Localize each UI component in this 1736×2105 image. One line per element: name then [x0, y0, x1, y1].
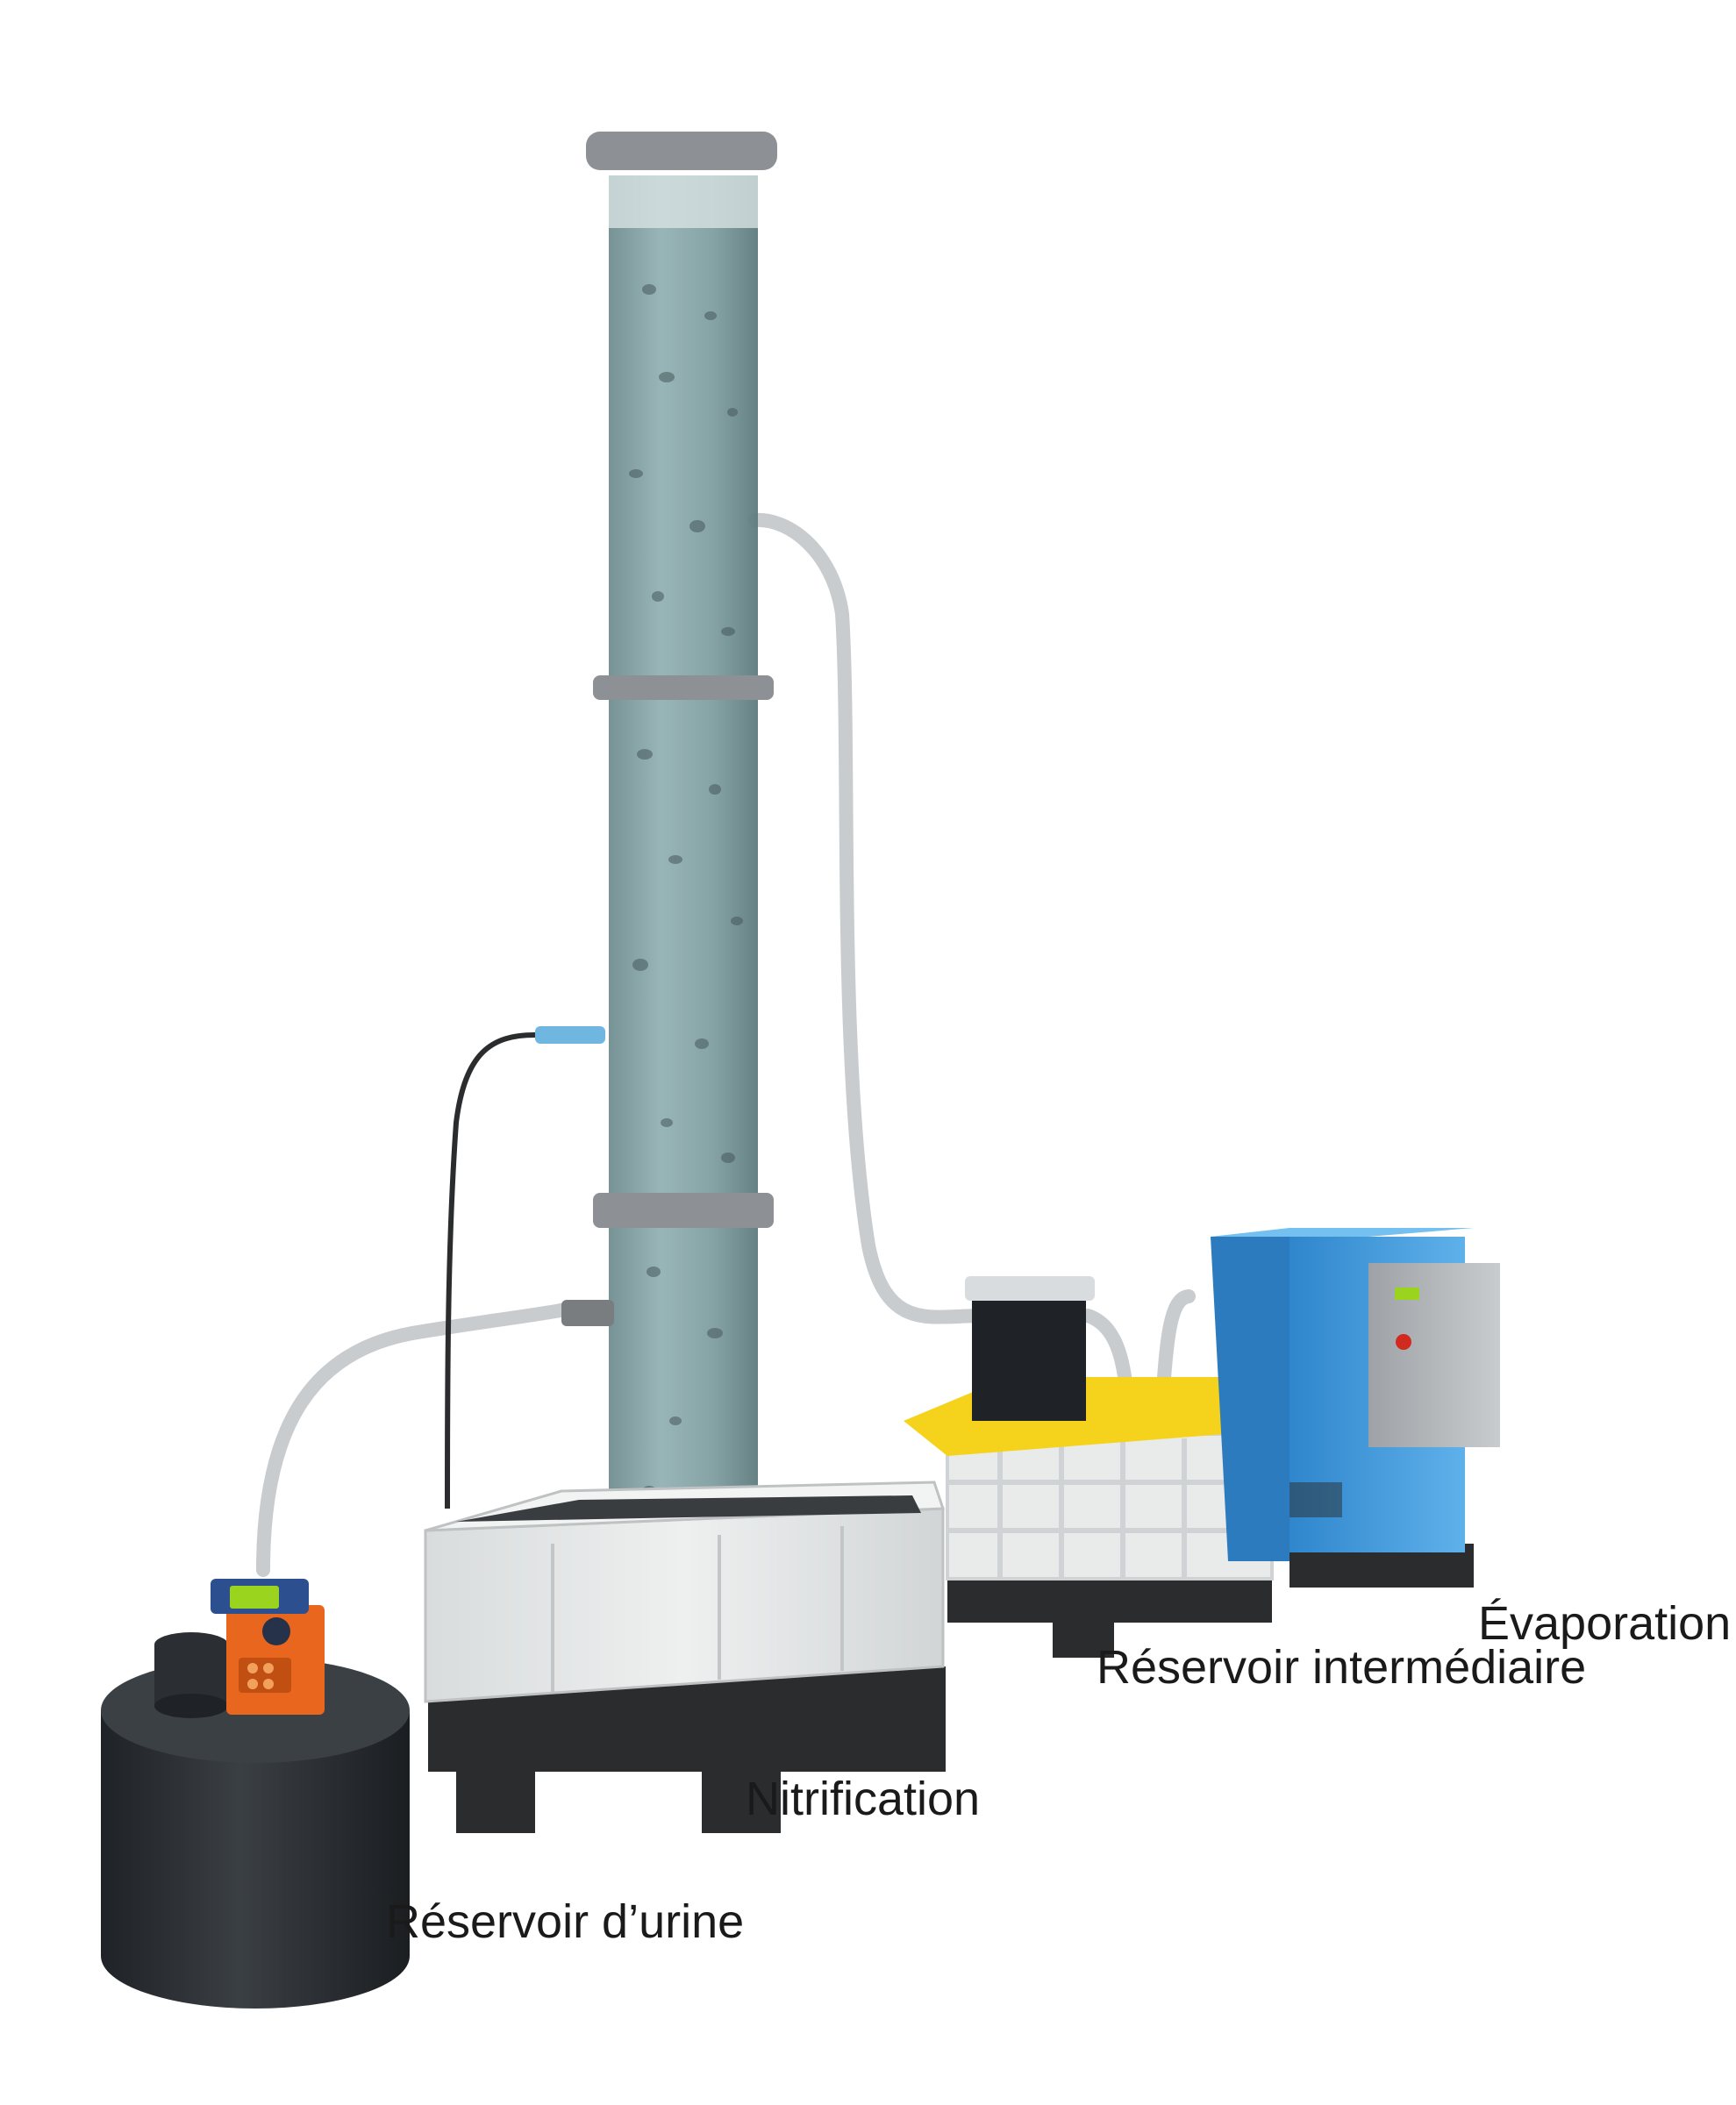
- column-flange-lower: [593, 1193, 774, 1228]
- sensor-cable: [445, 1032, 536, 1509]
- inlet-fitting: [561, 1300, 614, 1326]
- control-display: [1395, 1288, 1419, 1300]
- nitrification-column: [535, 132, 777, 1544]
- collector-box: [972, 1289, 1086, 1421]
- column-top-cap: [586, 132, 777, 170]
- nitrification-crate: [424, 1481, 946, 1833]
- sensor-probe: [535, 1026, 605, 1044]
- dosing-pump: [211, 1579, 325, 1715]
- evaporator-unit: [1211, 1228, 1500, 1588]
- intermediate-tank: [904, 1276, 1281, 1658]
- pump-display: [230, 1586, 279, 1609]
- pump-dial-icon: [262, 1617, 290, 1645]
- ibc-cage: [947, 1438, 1272, 1579]
- stop-button-icon: [1396, 1334, 1411, 1350]
- label-nitrification: Nitrification: [746, 1773, 981, 1825]
- overflow-hose: [747, 512, 989, 1324]
- label-evaporation: Évaporation: [1478, 1597, 1732, 1650]
- feed-hose: [256, 1302, 577, 1577]
- control-box: [1368, 1263, 1500, 1447]
- column-flange-upper: [593, 675, 774, 700]
- label-intermediate-tank: Réservoir intermédiaire: [1097, 1641, 1587, 1694]
- label-urine-tank: Réservoir d’urine: [386, 1895, 745, 1948]
